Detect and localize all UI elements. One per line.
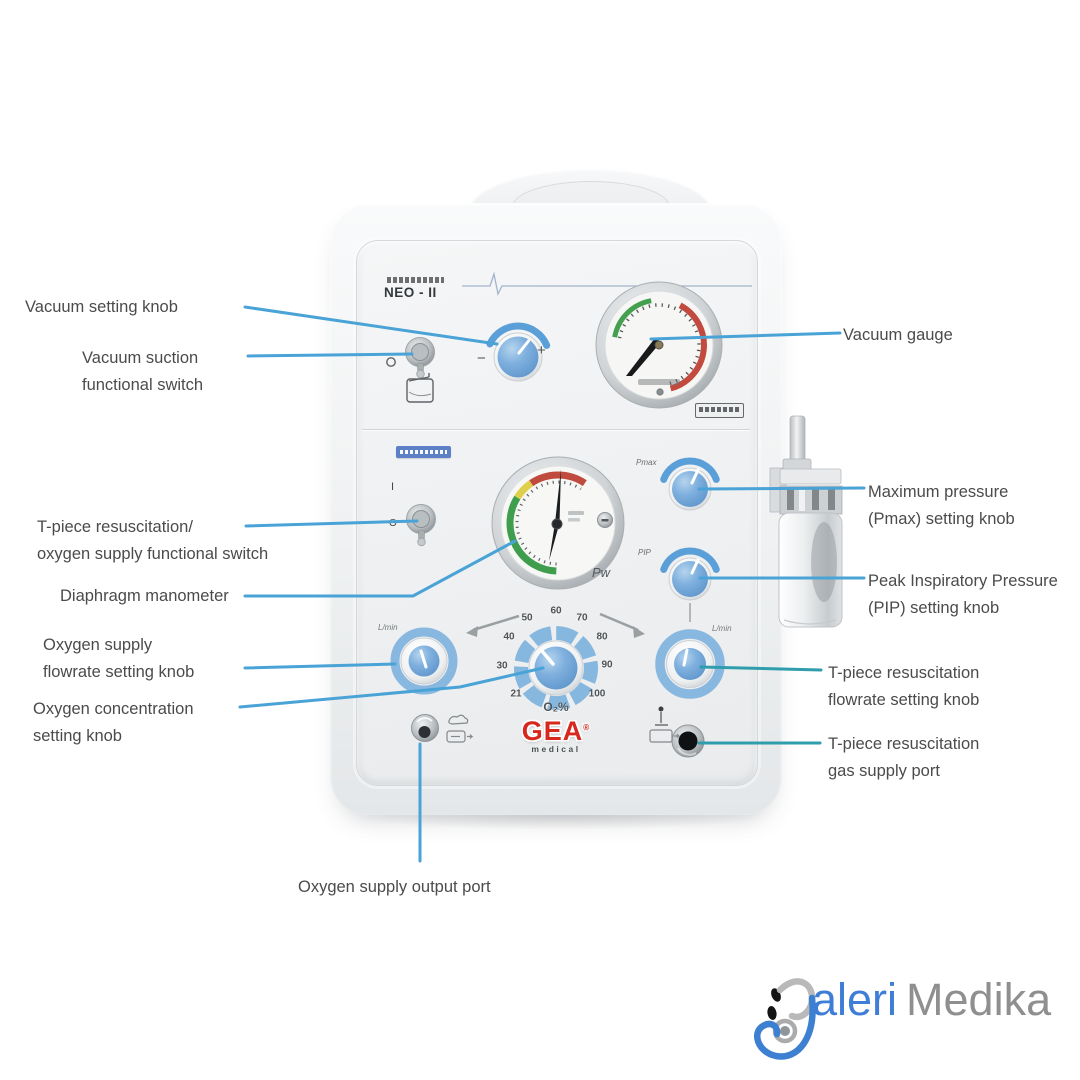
registered-mark: ® <box>583 723 591 732</box>
o2-scale-21: 21 <box>510 688 522 700</box>
callout-line: T-piece resuscitation/ <box>37 518 193 536</box>
vacuum-knob-minus-label: − <box>477 350 486 367</box>
model-name: NEO - II <box>384 285 437 300</box>
callout-line: flowrate setting knob <box>43 663 195 681</box>
o2-scale-30: 30 <box>496 660 508 672</box>
callout-line: Oxygen supply output port <box>298 878 491 896</box>
o2-scale-50: 50 <box>521 612 533 624</box>
callout-line: Vacuum suction <box>82 349 199 367</box>
o2-scale-70: 70 <box>576 612 588 624</box>
model-cn-label <box>387 277 444 283</box>
callout-line: gas supply port <box>828 762 940 780</box>
switch-off-label: O <box>389 518 397 529</box>
callout-line: Vacuum setting knob <box>25 298 178 316</box>
callout-line: functional switch <box>82 376 204 394</box>
pmax-panel-label: Pmax <box>636 458 657 467</box>
lmin-left-label: L/min <box>378 623 398 632</box>
pw-panel-label: Pw <box>592 565 611 580</box>
o2-percent-label: O₂% <box>543 700 569 714</box>
callout-oxygen-flowrate-knob: Oxygen supply flowrate setting knob <box>43 632 194 686</box>
callout-oxygen-concentration-knob: Oxygen concentration setting knob <box>33 696 194 750</box>
gauge-badge <box>695 403 744 418</box>
callout-line: T-piece resuscitation <box>828 664 980 682</box>
callout-line: flowrate setting knob <box>828 691 980 709</box>
callout-oxygen-output-port: Oxygen supply output port <box>298 874 491 901</box>
callout-pip-knob: Peak Inspiratory Pressure (PIP) setting … <box>868 568 1058 622</box>
o2-scale-80: 80 <box>596 631 608 643</box>
callout-line: T-piece resuscitation <box>828 735 980 753</box>
callout-diaphragm-manometer: Diaphragm manometer <box>60 583 229 610</box>
vacuum-knob-plus-label: + <box>537 342 546 359</box>
callout-line: Vacuum gauge <box>843 326 953 344</box>
stethoscope-logo-icon <box>754 978 816 1060</box>
callout-line: Maximum pressure <box>868 483 1009 501</box>
lmin-right-label: L/min <box>712 624 732 633</box>
callout-line: setting knob <box>33 727 122 745</box>
brand-name: GEA® <box>521 716 591 746</box>
callout-vacuum-gauge: Vacuum gauge <box>843 322 953 349</box>
o2-scale-60: 60 <box>550 605 562 617</box>
callout-line: Peak Inspiratory Pressure <box>868 572 1058 590</box>
callout-vacuum-setting-knob: Vacuum setting knob <box>25 294 178 321</box>
callout-line: (PIP) setting knob <box>868 599 1000 617</box>
panel-mode-badge <box>396 446 451 458</box>
callout-vacuum-suction-switch: Vacuum suction functional switch <box>82 345 203 399</box>
brand-logo: GEA® medical <box>518 714 594 754</box>
panel-divider <box>362 429 750 430</box>
switch-on-label: I <box>391 481 395 493</box>
callout-tpiece-oxygen-switch: T-piece resuscitation/ oxygen supply fun… <box>37 514 268 568</box>
callout-line: oxygen supply functional switch <box>37 545 269 563</box>
callout-line: Oxygen supply <box>43 636 153 654</box>
callout-line: (Pmax) setting knob <box>868 510 1015 528</box>
callout-tpiece-flowrate-knob: T-piece resuscitation flowrate setting k… <box>828 660 979 714</box>
watermark-part2: Medika <box>906 974 1052 1025</box>
o2-scale-100: 100 <box>588 688 606 700</box>
brand-sub: medical <box>531 744 581 754</box>
callout-pmax-knob: Maximum pressure (Pmax) setting knob <box>868 479 1015 533</box>
callout-line: Diaphragm manometer <box>60 587 229 605</box>
watermark-part1: aleri <box>812 974 898 1025</box>
callout-gas-supply-port: T-piece resuscitation gas supply port <box>828 731 979 785</box>
callout-line: Oxygen concentration <box>33 700 194 718</box>
pip-panel-label: PIP <box>638 548 651 557</box>
o2-scale-90: 90 <box>601 659 613 671</box>
o2-scale-40: 40 <box>503 631 515 643</box>
